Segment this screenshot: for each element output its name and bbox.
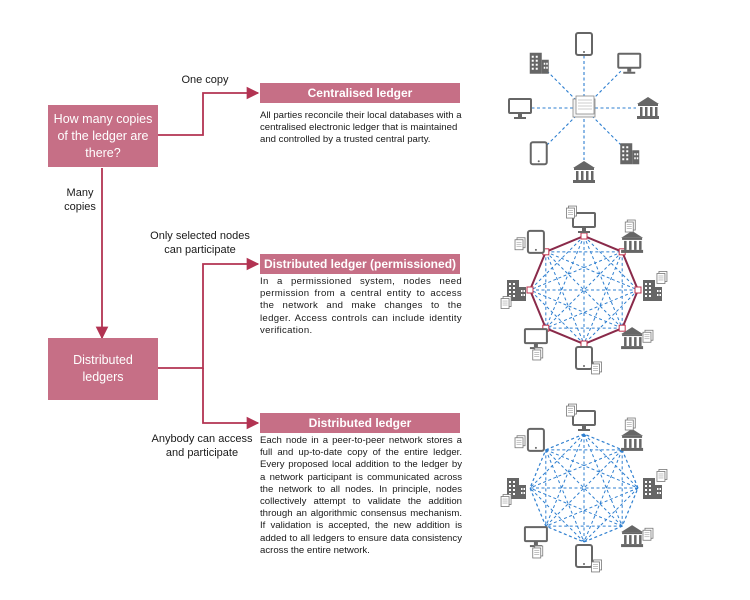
- access-node-marker: [580, 232, 588, 240]
- distributed-ledgers-box: Distributed ledgers: [48, 338, 158, 400]
- central-ledger-icon: [572, 95, 596, 118]
- tablet-icon: [575, 32, 593, 56]
- ledger-copy-icon: [500, 494, 512, 507]
- label-many-copies: Many copies: [64, 187, 96, 213]
- ledger-copy-icon: [566, 205, 577, 219]
- mesh-link: [529, 487, 623, 527]
- bank-icon: [621, 428, 644, 451]
- mesh-link: [583, 433, 639, 489]
- tablet-icon: [529, 141, 548, 166]
- ledger-copy-icon: [624, 417, 636, 431]
- permissioned-network: [500, 205, 668, 375]
- mesh-link: [529, 433, 585, 489]
- mesh-link: [545, 289, 639, 329]
- distributed-ledgers-text: Distributed ledgers: [73, 353, 133, 384]
- tablet-icon: [575, 346, 593, 370]
- ledger-copy-icon: [514, 435, 526, 449]
- mesh-link: [545, 449, 639, 489]
- mesh-link: [529, 251, 623, 291]
- mesh-link: [529, 289, 623, 329]
- mesh-link: [545, 449, 623, 527]
- ledger-copy-icon: [642, 527, 654, 541]
- mesh-link: [545, 251, 639, 291]
- mesh-link: [545, 449, 623, 527]
- ledger-copy-icon: [642, 329, 654, 343]
- permissioned-ledger-title: Distributed ledger (permissioned): [260, 254, 460, 274]
- label-selected-nodes: Only selected nodes can participate: [150, 230, 250, 256]
- building-icon: [507, 478, 526, 499]
- access-node-marker: [634, 286, 642, 294]
- arrow-to-permissionless: [202, 368, 260, 430]
- bank-icon: [621, 525, 644, 548]
- ledger-copy-icon: [624, 219, 636, 233]
- ledger-copy-icon: [532, 347, 544, 361]
- mesh-link: [583, 235, 623, 329]
- label-one-copy: One copy: [181, 74, 229, 86]
- building-icon: [643, 478, 662, 499]
- bank-icon: [573, 161, 595, 183]
- permissionless-network: [500, 403, 668, 573]
- monitor-icon: [572, 410, 596, 431]
- ledger-copy-icon: [656, 271, 668, 284]
- ledger-copy-icon: [514, 237, 526, 251]
- mesh-link: [583, 289, 639, 345]
- centralised-network: [508, 32, 659, 183]
- tablet-icon: [526, 427, 545, 452]
- monitor-icon: [523, 328, 548, 350]
- building-icon: [620, 143, 640, 165]
- permissionless-ledger-description: Each node in a peer-to-peer network stor…: [260, 435, 462, 556]
- ledger-copy-icon: [532, 545, 544, 559]
- ledger-copy-icon: [591, 559, 602, 573]
- building-icon: [507, 280, 526, 301]
- mesh-link: [583, 235, 639, 291]
- building-icon: [643, 280, 662, 301]
- permissionless-ledger-title: Distributed ledger (permissionless): [260, 413, 460, 450]
- bank-icon: [637, 97, 659, 119]
- tablet-icon: [575, 544, 593, 568]
- question-box: How many copies of the ledger are there?: [48, 105, 158, 167]
- ledger-copy-icon: [591, 361, 602, 375]
- access-node-marker: [618, 324, 626, 332]
- mesh-link: [529, 289, 585, 345]
- mesh-ring: [529, 433, 639, 543]
- ledger-copy-icon: [500, 296, 512, 309]
- access-node-marker: [526, 286, 534, 294]
- monitor-icon: [523, 526, 548, 548]
- mesh-link: [545, 251, 623, 329]
- mesh-link: [583, 487, 639, 543]
- monitor-icon: [508, 98, 532, 119]
- bank-icon: [621, 327, 644, 350]
- tablet-icon: [526, 229, 545, 254]
- question-text: How many copies of the ledger are there?: [53, 111, 153, 160]
- mesh-link: [583, 251, 623, 345]
- monitor-icon: [572, 212, 596, 233]
- ledger-copy-icon: [656, 469, 668, 482]
- label-anybody: Anybody can access and participate: [151, 433, 253, 459]
- mesh-link: [583, 433, 623, 527]
- centralised-ledger-title: Centralised ledger: [260, 83, 460, 103]
- mesh-link: [529, 449, 623, 489]
- bank-icon: [621, 230, 644, 253]
- building-icon: [529, 52, 549, 74]
- centralised-ledger-description: All parties reconcile their local databa…: [260, 110, 462, 146]
- mesh-link: [529, 487, 585, 543]
- monitor-icon: [617, 52, 642, 74]
- mesh-link: [545, 251, 623, 329]
- arrow-to-permissioned: [158, 257, 260, 369]
- mesh-link: [583, 449, 623, 543]
- ledger-copy-icon: [566, 403, 577, 417]
- arrow-to-centralised: [158, 86, 260, 136]
- mesh-link: [545, 487, 639, 527]
- mesh-link: [529, 235, 585, 291]
- permissioned-ledger-description: In a permissioned system, nodes need per…: [260, 276, 462, 336]
